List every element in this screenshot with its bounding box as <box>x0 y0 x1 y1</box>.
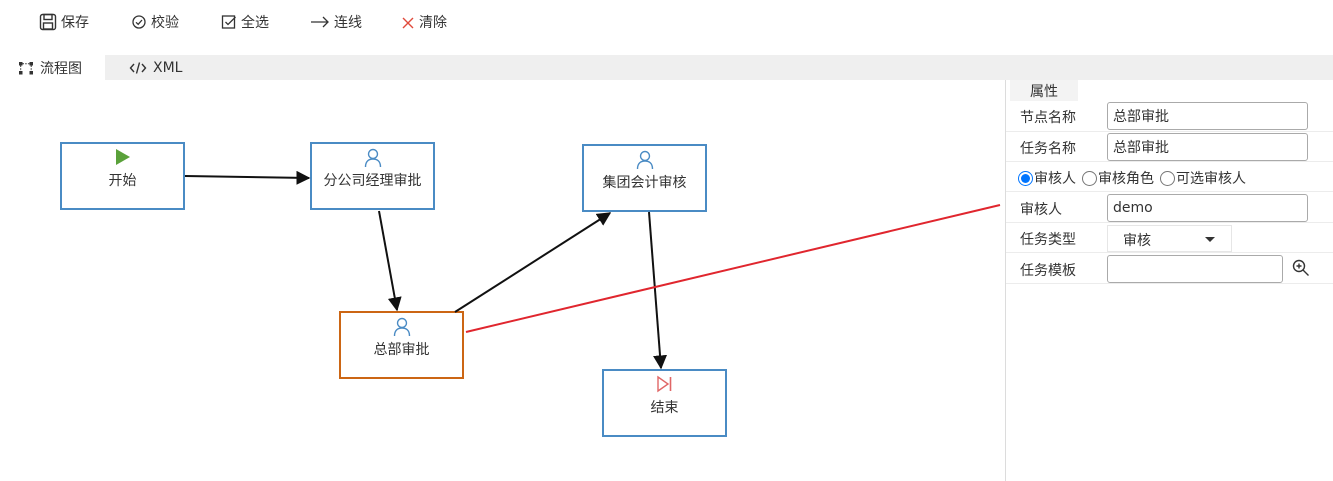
tab-flowchart-label: 流程图 <box>40 60 82 77</box>
caret-down-icon <box>1205 237 1215 242</box>
radio-optional-reviewer-label: 可选审核人 <box>1176 171 1246 187</box>
properties-tab[interactable]: 属性 <box>1010 80 1078 101</box>
user-icon <box>636 150 653 170</box>
checkbox-icon <box>221 15 236 29</box>
task-type-row: 任务类型 审核 <box>1006 223 1333 253</box>
clear-button[interactable]: 清除 <box>401 12 447 32</box>
check-circle-icon <box>132 15 146 29</box>
close-icon <box>402 17 414 29</box>
validate-label: 校验 <box>151 15 179 31</box>
node-label: 总部审批 <box>373 342 430 358</box>
radio-reviewer-label: 审核人 <box>1034 171 1076 187</box>
task-template-row: 任务模板 <box>1006 253 1333 284</box>
user-icon <box>393 317 410 337</box>
play-icon <box>115 149 130 165</box>
save-label: 保存 <box>61 15 89 31</box>
select-all-label: 全选 <box>241 15 269 31</box>
zoom-in-icon[interactable] <box>1292 259 1310 277</box>
task-name-label: 任务名称 <box>1020 141 1076 157</box>
save-button[interactable]: 保存 <box>39 12 89 32</box>
reviewer-row: 审核人 <box>1006 192 1333 223</box>
arrow-right-icon <box>311 16 329 28</box>
node-hq-approval[interactable]: 总部审批 <box>339 311 464 379</box>
tab-xml-label: XML <box>153 59 183 76</box>
task-name-input[interactable] <box>1107 133 1308 161</box>
code-icon <box>129 61 147 74</box>
view-tabs: 流程图 XML <box>0 55 1333 80</box>
task-template-label: 任务模板 <box>1020 263 1076 279</box>
properties-panel: 属性 节点名称 任务名称 审核人 审核角色 可选审核人 审核人 任务类型 审核 … <box>1005 80 1333 481</box>
user-icon <box>364 148 381 168</box>
radio-optional-reviewer[interactable]: 可选审核人 <box>1160 168 1246 188</box>
radio-reviewer-input[interactable] <box>1018 170 1033 186</box>
save-icon <box>39 13 57 31</box>
node-group-accounting[interactable]: 集团会计审核 <box>582 144 707 212</box>
radio-optional-reviewer-input[interactable] <box>1160 170 1175 186</box>
task-type-select[interactable]: 审核 <box>1107 225 1232 252</box>
reviewer-type-row: 审核人 审核角色 可选审核人 <box>1006 162 1333 192</box>
node-start[interactable]: 开始 <box>60 142 185 210</box>
select-all-button[interactable]: 全选 <box>221 12 269 32</box>
reviewer-input[interactable] <box>1107 194 1308 222</box>
validate-button[interactable]: 校验 <box>131 12 179 32</box>
radio-reviewer-role[interactable]: 审核角色 <box>1082 168 1154 188</box>
node-label: 集团会计审核 <box>602 175 687 191</box>
task-type-value: 审核 <box>1123 233 1151 249</box>
radio-reviewer-role-label: 审核角色 <box>1098 171 1154 187</box>
node-branch-manager[interactable]: 分公司经理审批 <box>310 142 435 210</box>
reviewer-label: 审核人 <box>1020 202 1062 218</box>
connect-button[interactable]: 连线 <box>310 12 362 32</box>
node-name-input[interactable] <box>1107 102 1308 130</box>
clear-label: 清除 <box>419 15 447 31</box>
reviewer-type-radio-group: 审核人 审核角色 可选审核人 <box>1018 168 1246 188</box>
radio-reviewer[interactable]: 审核人 <box>1018 168 1076 188</box>
toolbar: 保存 校验 全选 连线 清除 <box>0 0 1333 44</box>
tab-flowchart[interactable]: 流程图 <box>0 55 105 80</box>
node-end[interactable]: 结束 <box>602 369 727 437</box>
node-name-row: 节点名称 <box>1006 101 1333 132</box>
tab-xml[interactable]: XML <box>129 55 182 80</box>
flowchart-icon <box>19 61 33 74</box>
connect-label: 连线 <box>334 15 362 31</box>
task-template-input[interactable] <box>1107 255 1283 283</box>
node-name-label: 节点名称 <box>1020 110 1076 126</box>
end-icon <box>656 375 671 393</box>
node-label: 开始 <box>108 173 137 189</box>
flow-canvas[interactable]: 开始 分公司经理审批 集团会计审核 总部审批 结束 <box>0 80 1005 481</box>
radio-reviewer-role-input[interactable] <box>1082 170 1097 186</box>
node-label: 结束 <box>650 400 679 416</box>
task-name-row: 任务名称 <box>1006 132 1333 162</box>
node-label: 分公司经理审批 <box>323 173 422 189</box>
task-type-label: 任务类型 <box>1020 232 1076 248</box>
